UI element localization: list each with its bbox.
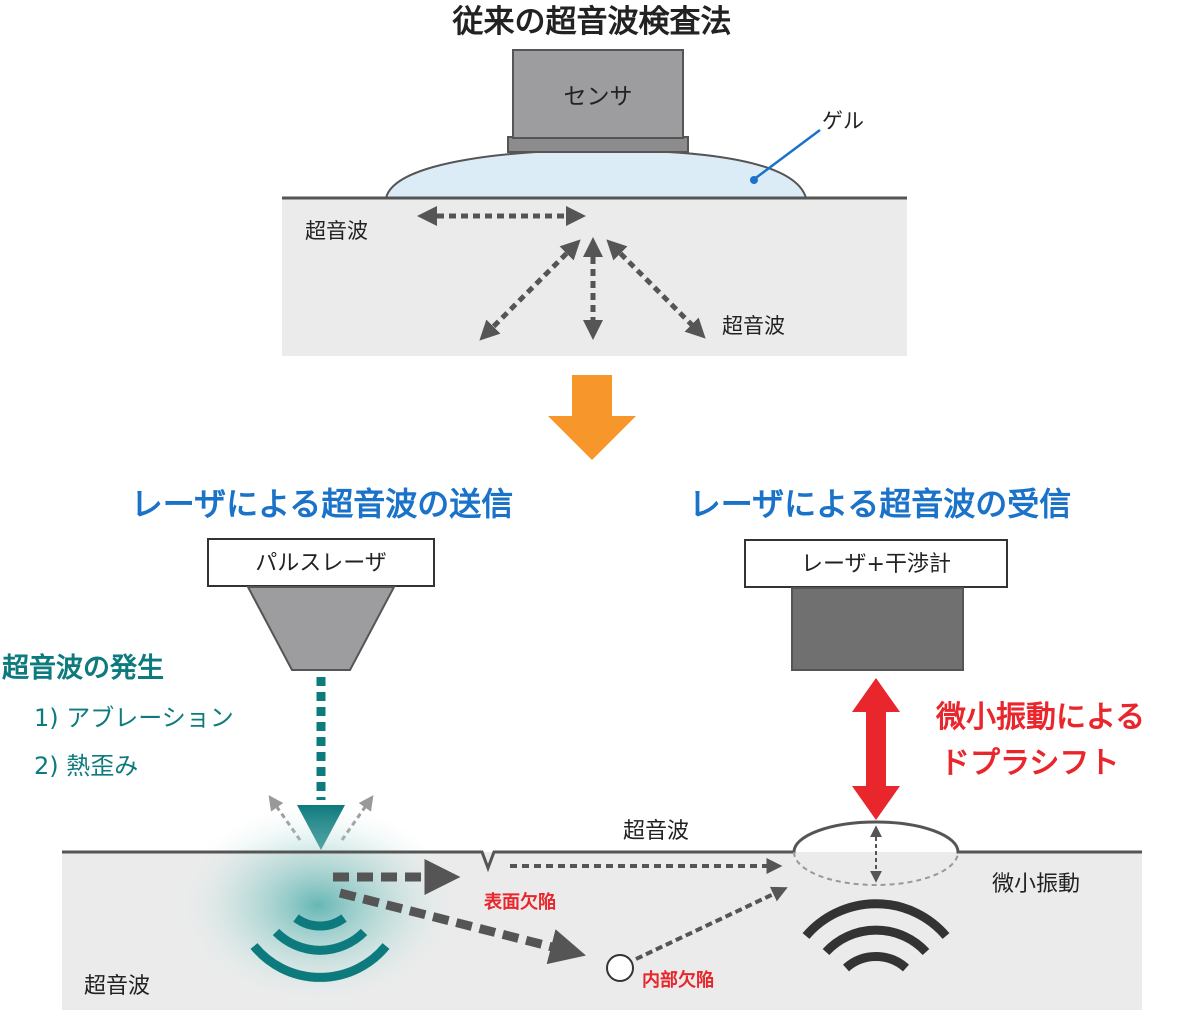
bottom-wave-label-bottom: 超音波 <box>84 974 150 999</box>
transition-arrow <box>548 375 636 460</box>
doppler-arrow <box>852 678 900 820</box>
pulse-laser-label: パルスレーザ <box>255 551 387 576</box>
right-diagonal-wave-arrow <box>606 239 706 339</box>
bottom-surface-line <box>62 820 1142 873</box>
doppler-line-2: ドプラシフト <box>940 746 1119 781</box>
doppler-line-1: 微小振動による <box>935 700 1145 735</box>
source-wave-arcs <box>250 914 390 982</box>
sensor-label: センサ <box>564 84 633 110</box>
left-diagonal-wave-arrow <box>479 239 581 341</box>
ultrasonic-glow <box>178 805 458 1005</box>
generation-item-1: 1) アブレーション <box>34 704 234 732</box>
generation-title: 超音波の発生 <box>2 652 164 684</box>
gel-leader-dot <box>750 176 758 184</box>
pulse-laser-box <box>207 538 435 587</box>
bottom-wave-label-top: 超音波 <box>623 819 689 844</box>
vibration-label: 微小振動 <box>992 872 1080 897</box>
gel-label: ゲル <box>822 109 864 133</box>
gel-blob <box>384 148 808 199</box>
internal-wave-arrow <box>338 888 586 965</box>
gel-leader-line <box>752 128 821 182</box>
top-wave-label-right: 超音波 <box>722 314 785 338</box>
page-title: 従来の超音波検査法 <box>452 4 732 40</box>
generation-item-2: 2) 熱歪み <box>34 752 138 780</box>
top-wave-label-left: 超音波 <box>305 219 368 243</box>
sensor-base <box>507 136 689 153</box>
pulse-laser-head <box>246 586 396 671</box>
sensor-box <box>512 49 684 139</box>
receive-heading: レーザによる超音波の受信 <box>689 485 1071 523</box>
top-material-block <box>282 198 907 356</box>
ablation-arrows <box>268 795 374 841</box>
internal-to-receiver-arrow <box>635 886 788 961</box>
receiver-wave-arcs <box>802 899 950 972</box>
vibration-dashed-outline <box>793 851 959 886</box>
internal-defect-label: 内部欠陥 <box>642 969 714 991</box>
top-wave-arrows <box>417 206 706 341</box>
internal-defect <box>606 954 634 982</box>
interferometer-label: レーザ+干渉計 <box>801 552 951 577</box>
send-heading: レーザによる超音波の送信 <box>131 485 513 523</box>
interferometer-head <box>791 587 964 671</box>
surface-defect-label: 表面欠陥 <box>484 891 556 913</box>
